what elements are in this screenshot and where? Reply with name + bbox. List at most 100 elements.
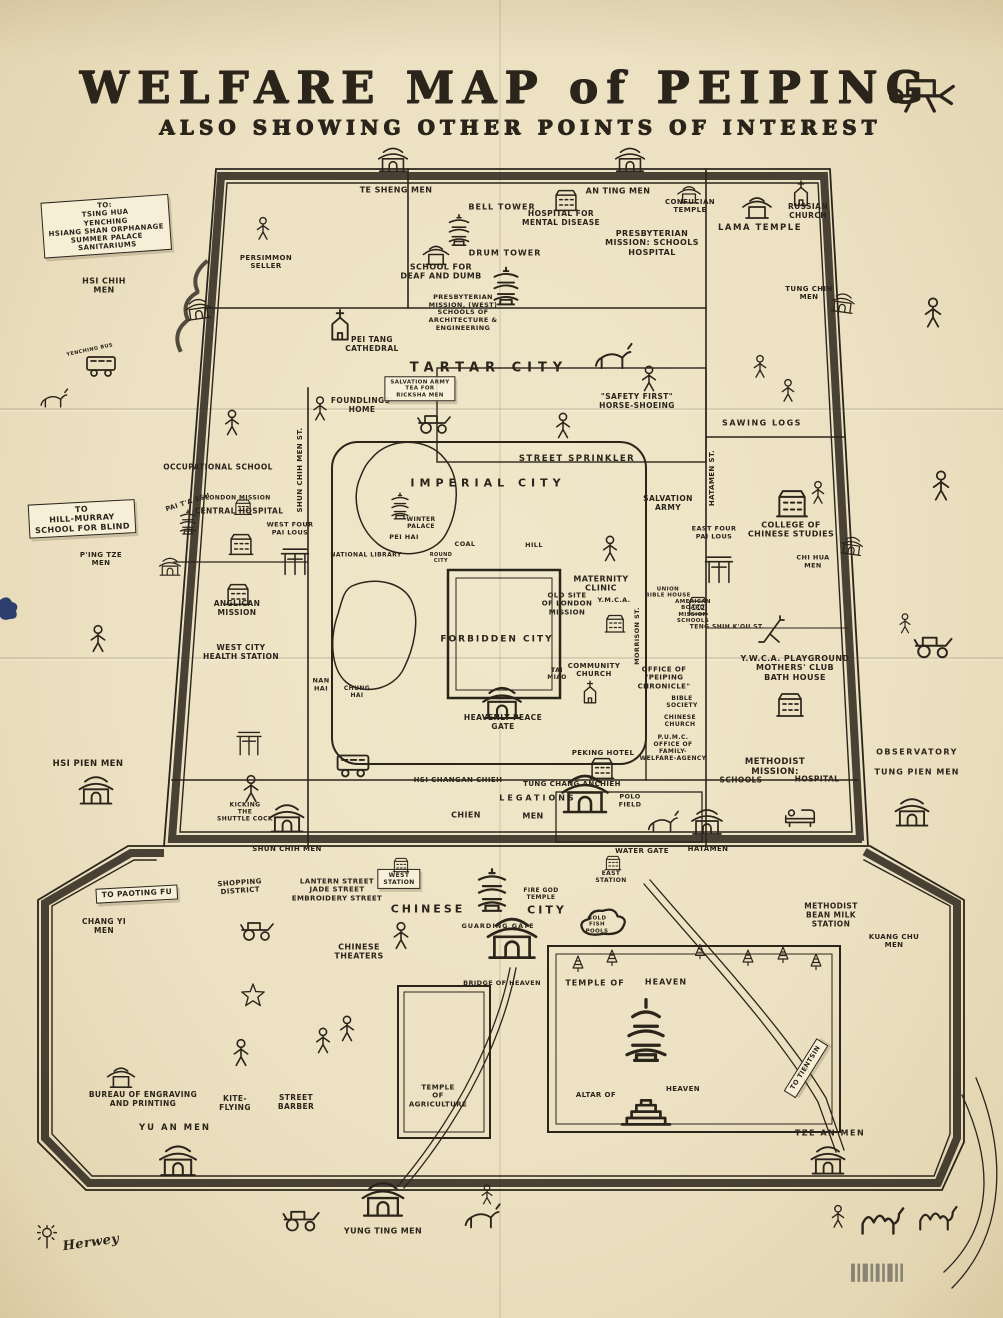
chinese-city-gate-icon — [480, 900, 544, 968]
flower-doodle-icon — [30, 1219, 64, 1257]
school-deaf-dumb-icon — [418, 232, 454, 272]
altar-of: ALTAR OF — [575, 1090, 617, 1099]
yu-an-men: YU AN MEN — [138, 1122, 212, 1133]
morrison-st: MORRISON ST. — [633, 607, 642, 665]
tung-chih-men-gate-icon — [826, 283, 860, 321]
west-four-pai-lous-icon — [277, 542, 313, 582]
pine-icon-5 — [769, 938, 797, 970]
office-of-peiping-chronicle: OFFICE OF "PEIPING CHRONICLE" — [637, 665, 691, 691]
paper-fold-horizontal-2 — [0, 657, 1003, 659]
barber-figure-b — [329, 1010, 365, 1050]
hospital-mental-icon — [548, 178, 584, 218]
shun-chih-men: SHUN CHIH MEN — [252, 844, 322, 853]
playground-slide-icon — [752, 610, 792, 654]
guarding-gate: GUARDING GATE — [461, 922, 535, 931]
east-station: EAST STATION — [595, 869, 627, 884]
hatamen: HATAMEN — [687, 844, 729, 853]
college-icon — [769, 475, 815, 525]
pine-icon-1 — [564, 947, 592, 979]
hill: HILL — [525, 541, 543, 550]
pine-icon-4 — [734, 941, 762, 973]
sawing-logs: SAWING LOGS — [722, 418, 802, 428]
yenching-bus-icon — [81, 342, 121, 386]
chang-yi-men: CHANG YI MEN — [81, 917, 127, 935]
hsi-chih-men-gate-icon — [180, 288, 217, 328]
maternity-figure — [592, 530, 628, 570]
chung-hai: CHUNG HAI — [343, 684, 371, 699]
heaven-altar: HEAVEN — [665, 1084, 701, 1093]
tai-miao: TAI MIAO — [547, 666, 567, 681]
london-mission-icon — [230, 491, 256, 521]
water-carrier-figure — [912, 291, 954, 337]
seesaw-shoppers-icon — [236, 905, 276, 949]
foundlings-home: FOUNDLINGS' HOME — [330, 396, 394, 414]
maternity-clinic: MATERNITY CLINIC — [573, 574, 629, 593]
confucian-temple: CONFUCIAN TEMPLE — [664, 197, 716, 214]
temple-of-heaven-icon — [608, 992, 684, 1072]
east-four-pai-lous-icon — [701, 550, 737, 590]
wheelbarrow-icon — [278, 1192, 322, 1240]
chi-hua-men-gate-icon — [836, 527, 868, 563]
ywca-playground-mothers-club-bath-house: Y.W.C.A. PLAYGROUND MOTHERS' CLUB BATH H… — [740, 653, 850, 682]
pack-donkey-icon — [589, 329, 635, 379]
shun-chih-men-st: SHUN CHIH MEN ST. — [295, 427, 304, 513]
lama-temple: LAMA TEMPLE — [717, 222, 803, 233]
an-ting-men-gate-icon — [611, 137, 649, 179]
yung-ting-men: YUNG TING MEN — [343, 1226, 423, 1236]
american-board-icon — [683, 587, 713, 621]
pine-icon-6 — [802, 945, 830, 977]
heavenly-peace-gate-icon — [477, 673, 527, 727]
round-city: ROUND CITY — [429, 552, 453, 564]
polo-field: POLO FIELD — [618, 792, 642, 808]
street-sprinkler: STREET SPRINKLER — [518, 453, 636, 464]
central-hospital-icon — [223, 522, 259, 562]
pumc-office-family-welfare: P.U.M.C. OFFICE OF FAMILY- WELFARE-AGENC… — [639, 733, 707, 763]
sign-to-tsing-hua: TO: TSING HUA YENCHING HSIANG SHAN ORPHA… — [40, 193, 172, 259]
chi-hua-men: CHI HUA MEN — [796, 553, 830, 569]
paper-fold-horizontal-1 — [0, 408, 1003, 410]
an-ting-men: AN TING MEN — [585, 186, 651, 196]
legations: LEGATIONS — [499, 793, 577, 803]
te-sheng-men: TE SHENG MEN — [359, 185, 433, 195]
lama-temple-icon — [737, 182, 777, 226]
street-performer-figure — [920, 464, 962, 510]
pine-icon-2 — [598, 941, 626, 973]
west-station-icon — [389, 850, 413, 878]
men: MEN — [522, 811, 544, 821]
bureau-of-engraving-and-printing: BUREAU OF ENGRAVING AND PRINTING — [88, 1090, 198, 1108]
shopping-district: SHOPPING DISTRICT — [217, 877, 263, 897]
tartar-city: TARTAR CITY — [409, 360, 569, 376]
chinese-church: CHINESE CHURCH — [664, 713, 696, 728]
pai-ta-ssu-icon — [173, 507, 203, 541]
ping-tze-men: P'ING TZE MEN — [79, 550, 123, 567]
tung-pien-men-gate-icon — [890, 786, 934, 834]
ink-blot-icon — [0, 592, 30, 636]
peking-hotel: PEKING HOTEL — [571, 748, 635, 757]
shuttlecock-boy-figure — [232, 769, 270, 811]
salvation-army-tea-for-ricksha-men: SALVATION ARMY TEA FOR RICKSHA MEN — [384, 376, 456, 402]
methodist-schools: SCHOOLS — [719, 775, 763, 785]
safety-first-horse-shoeing: "SAFETY FIRST" HORSE-SHOEING — [599, 392, 675, 410]
anglican-mission-icon — [220, 572, 256, 612]
peking-hotel-icon — [584, 746, 620, 786]
pine-icon-3 — [687, 936, 713, 966]
altar-of-heaven-icon — [614, 1070, 678, 1138]
theater-performer-figure — [382, 916, 420, 958]
heaven-east: HEAVEN — [644, 977, 688, 987]
sawing-logs-figure-b — [772, 374, 804, 410]
tram-icon — [331, 739, 375, 787]
sewing-woman-figure — [214, 404, 250, 444]
hatamen-st: HATAMEN ST. — [707, 449, 716, 507]
pei-hai: PEI HAI — [389, 533, 419, 542]
temple-of-agriculture: TEMPLE OF AGRICULTURE — [408, 1083, 468, 1109]
observatory: OBSERVATORY — [876, 747, 958, 757]
hatamen-gate-icon — [687, 798, 727, 842]
occupational-school: OCCUPATIONAL SCHOOL — [163, 462, 273, 472]
pei-hai-dagoba-icon — [384, 490, 416, 526]
pei-tang-cathedral-icon — [318, 300, 362, 348]
hsi-pien-men: HSI PIEN MEN — [52, 758, 124, 769]
winter-palace: WINTER PALACE — [406, 515, 436, 530]
horse-shoeing-figure — [631, 360, 667, 400]
